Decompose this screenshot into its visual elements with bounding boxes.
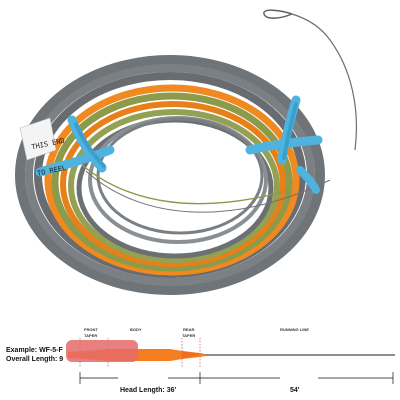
- watermark-text: all-ex.ru: [106, 367, 138, 374]
- coil-orange-green: [44, 84, 300, 276]
- running-length-value: 54': [290, 387, 300, 394]
- coil-inner: [88, 116, 268, 244]
- overall-length-label: Overall Length: 9: [6, 356, 64, 363]
- watermark-box: [66, 340, 138, 362]
- label-rear-taper: TAPER: [182, 333, 196, 338]
- left-clip: [35, 115, 115, 177]
- label-rear: REAR: [183, 327, 195, 332]
- head-length-caption: Head Length:: [120, 387, 165, 394]
- reel-tag: [19, 117, 57, 161]
- taper-diagram: [66, 338, 395, 384]
- watermark-subtext: ...: [86, 376, 89, 380]
- loop-end: [263, 9, 358, 151]
- fly-line-coil-photo: [15, 9, 358, 295]
- tag-line-2: TO REEL: [36, 163, 67, 178]
- example-label: Example: WF-5-F: [6, 347, 63, 354]
- label-body: BODY: [130, 327, 142, 332]
- label-front: FRONT: [84, 327, 98, 332]
- head-length-value: 36': [166, 387, 177, 394]
- label-running-line: RUNNING LINE: [280, 327, 309, 332]
- tag-line-1: THIS END: [30, 136, 66, 152]
- label-front-taper: TAPER: [84, 333, 98, 338]
- measure-lines: [79, 372, 394, 384]
- loose-line: [81, 164, 291, 205]
- head-length-label: Head Length: 36': [120, 387, 176, 394]
- right-clip: [245, 95, 323, 194]
